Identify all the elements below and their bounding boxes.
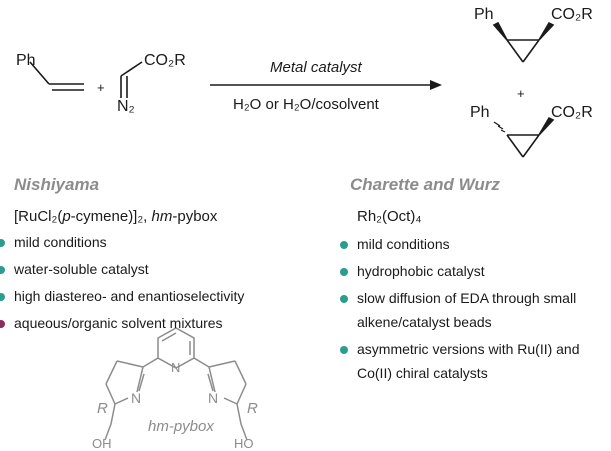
charette-wurz-heading: Charette and Wurz — [350, 175, 500, 194]
charette-bullet-4: asymmetric versions with Ru(II) and — [357, 341, 580, 357]
ligand-n-right-label: N — [208, 390, 219, 406]
nishiyama-bullet-4: aqueous/organic solvent mixtures — [14, 315, 223, 331]
bullet-dot — [340, 268, 348, 276]
charette-wurz-catalyst: Rh₂(Oct)₄ — [357, 208, 422, 225]
ligand-n-pyridine-label: N — [171, 360, 181, 375]
bullet-dot — [0, 320, 5, 328]
diazo-ester-structure — [120, 61, 143, 98]
arrow-solvent-label: H₂O or H₂O/cosolvent — [233, 96, 379, 113]
charette-bullet-2: hydrophobic catalyst — [357, 263, 485, 279]
ligand-oh-left-label: OH — [92, 436, 112, 451]
cis-product-ph-label: Ph — [474, 6, 494, 23]
reactant-plus-sign: + — [97, 80, 105, 95]
cis-product-ester-label: CO₂R — [551, 6, 593, 23]
arrow-catalyst-label: Metal catalyst — [270, 59, 362, 76]
nishiyama-bullet-3: high diastereo- and enantioselectivity — [14, 288, 245, 304]
styrene-ph-label: Ph — [16, 52, 36, 69]
nishiyama-heading: Nishiyama — [14, 175, 100, 194]
trans-product-ester-label: CO₂R — [551, 104, 593, 121]
bullet-dot — [0, 239, 5, 247]
bullet-dot — [340, 241, 348, 249]
bullet-dot — [0, 266, 5, 274]
cis-cyclopropane-structure — [492, 21, 555, 63]
hm-pybox-structure — [104, 327, 248, 441]
nishiyama-catalyst: [RuCl₂(p-cymene)]₂, hm-pybox — [14, 208, 218, 225]
ligand-r-left-label: R — [97, 400, 108, 417]
trans-cyclopropane-structure — [493, 116, 555, 158]
reaction-arrow — [210, 80, 442, 90]
charette-bullet-1: mild conditions — [357, 236, 450, 252]
charette-bullet-3-continuation: alkene/catalyst beads — [357, 314, 492, 330]
ligand-r-right-label: R — [247, 400, 258, 417]
bullet-dot — [340, 346, 348, 354]
charette-bullet-3: slow diffusion of EDA through small — [357, 290, 577, 306]
ligand-n-left-label: N — [131, 390, 142, 406]
ligand-oh-right-label: HO — [234, 436, 254, 451]
styrene-structure — [29, 61, 84, 91]
bullet-dot — [0, 293, 5, 301]
trans-product-ph-label: Ph — [470, 104, 490, 121]
diazo-ester-label: CO₂R — [144, 52, 186, 69]
product-plus-sign: + — [517, 86, 525, 101]
charette-bullet-4-continuation: Co(II) chiral catalysts — [357, 365, 488, 381]
diazo-n2-label: N₂ — [117, 98, 135, 115]
bullet-dot — [340, 295, 348, 303]
ligand-name-label: hm-pybox — [148, 418, 214, 435]
nishiyama-bullet-1: mild conditions — [14, 234, 107, 250]
nishiyama-bullet-2: water-soluble catalyst — [14, 261, 149, 277]
